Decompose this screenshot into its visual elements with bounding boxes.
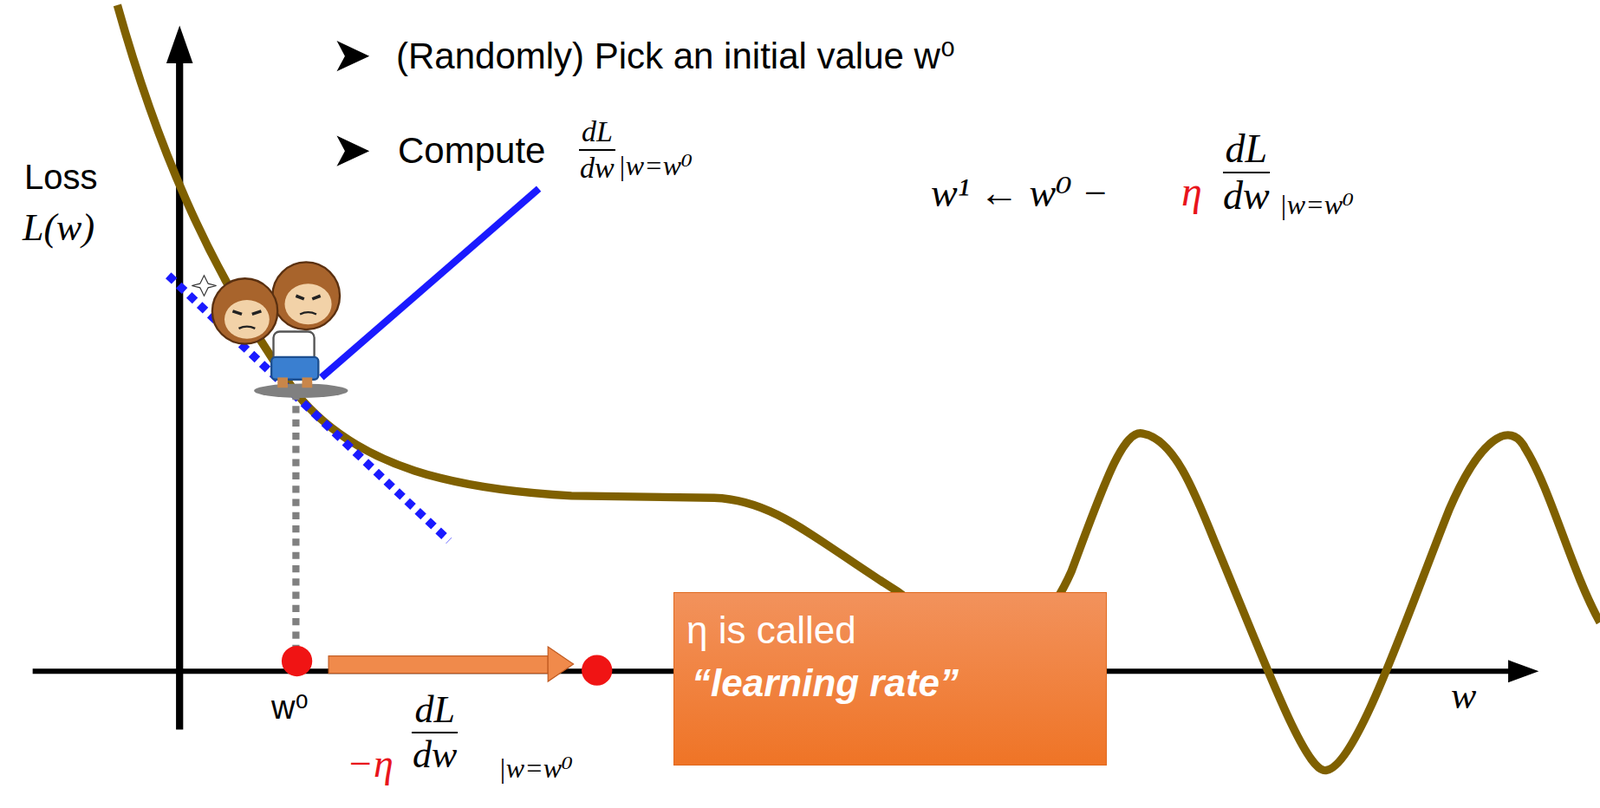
monkey-figure	[191, 261, 348, 398]
w0-label: w⁰	[271, 689, 309, 727]
loss-curve	[117, 5, 1600, 771]
callout-box: η is called“learning rate”	[673, 591, 1107, 766]
eval-point: |w=w⁰	[617, 150, 693, 182]
bullet-arrow	[337, 136, 371, 167]
eval-point: |w=w⁰	[1279, 189, 1354, 221]
y-axis-head	[166, 25, 194, 64]
fraction-numerator: dL	[578, 116, 616, 151]
fraction-numerator: dL	[1222, 128, 1271, 174]
derivative-fraction: dLdw	[577, 116, 618, 183]
fraction-denominator: dw	[409, 733, 460, 775]
derivative-fraction: dLdw	[409, 689, 460, 775]
tangent-line	[168, 275, 449, 541]
fraction-denominator: dw	[1220, 173, 1273, 217]
step-text: (Randomly) Pick an initial value w⁰	[396, 36, 956, 77]
step-arrow-head	[547, 646, 573, 682]
w1-dot	[581, 654, 612, 685]
step-arrow	[328, 656, 548, 674]
bullet-arrow	[337, 40, 371, 72]
axis-label: w	[1450, 675, 1477, 717]
learning-rate-symbol: η	[1181, 169, 1203, 215]
eval-point: |w=w⁰	[498, 753, 573, 784]
fraction-numerator: dL	[411, 689, 457, 734]
callout-text: “learning rate”	[674, 652, 1106, 706]
axis-label: L(w)	[22, 207, 95, 249]
w0-dot	[281, 645, 313, 677]
x-axis-head	[1508, 659, 1539, 683]
drop-line	[292, 392, 300, 649]
axis-label: Loss	[24, 157, 98, 196]
callout-text: η is called	[674, 592, 1106, 653]
update-formula: w¹ ← w⁰ −	[930, 171, 1109, 216]
step-size: −η	[346, 741, 394, 787]
y-axis	[175, 61, 183, 730]
slope-line	[321, 188, 540, 378]
step-text: Compute	[397, 130, 546, 171]
fraction-denominator: dw	[577, 150, 618, 184]
derivative-fraction: dLdw	[1220, 128, 1273, 218]
